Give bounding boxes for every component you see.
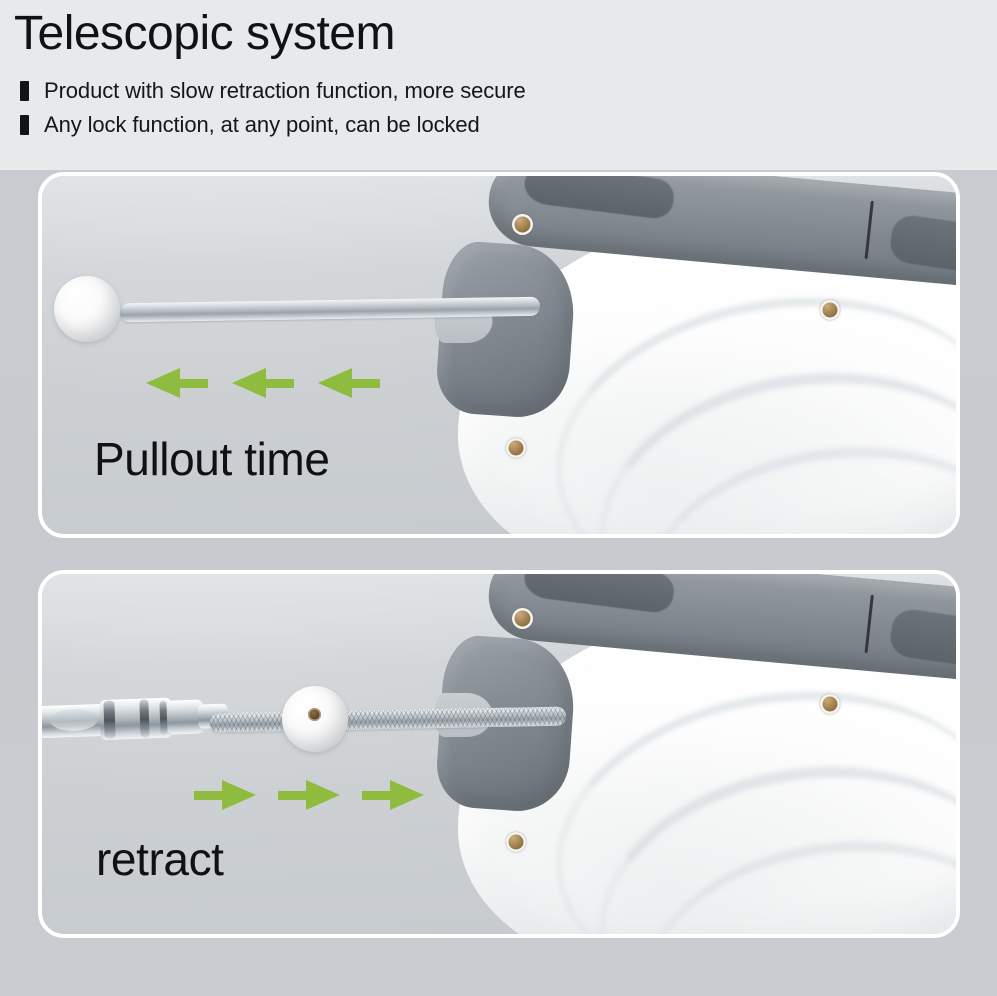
square-bullet-icon	[20, 80, 29, 101]
brass-screw-hole-icon	[820, 694, 840, 714]
white-ball-knob	[54, 276, 120, 342]
arrow-left-icon	[318, 368, 380, 398]
brass-screw-hole-icon	[506, 438, 526, 458]
shell-contour-line	[581, 348, 956, 534]
shell-contour-line	[581, 742, 956, 934]
direction-arrow-group-left	[146, 368, 380, 398]
feature-bullet-label: Any lock function, at any point, can be …	[44, 111, 480, 137]
feature-bullet-item: Any lock function, at any point, can be …	[20, 108, 997, 142]
grip-inset-panel	[522, 574, 676, 615]
coupling-ring	[103, 700, 116, 739]
grip-seam-line	[864, 594, 874, 653]
pullout-panel: Pullout time	[38, 172, 960, 538]
direction-arrow-group-right	[194, 780, 424, 810]
brass-screw-hole-icon	[512, 214, 533, 235]
arrow-right-icon	[362, 780, 424, 810]
leash-housing	[434, 574, 956, 934]
arrow-right-icon	[278, 780, 340, 810]
white-ball-knob	[282, 686, 348, 752]
grip-inset-panel	[887, 606, 956, 678]
brass-screw-hole-icon	[512, 608, 533, 629]
coupling-ring	[159, 700, 168, 735]
chrome-telescopic-coupling	[42, 693, 229, 746]
coupling-ring	[139, 699, 150, 738]
feature-bullet-label: Product with slow retraction function, m…	[44, 77, 526, 103]
ball-hole-icon	[308, 708, 321, 721]
shell-contour-line	[632, 430, 956, 534]
feature-bullet-item: Product with slow retraction function, m…	[20, 74, 997, 108]
retract-panel: retract	[38, 570, 960, 938]
grip-seam-line	[864, 200, 874, 259]
leash-housing	[434, 176, 956, 534]
retract-product-photo: retract	[42, 574, 956, 934]
shell-contour-line	[533, 266, 956, 534]
rubber-nose-guide	[434, 239, 578, 421]
feature-bullet-list: Product with slow retraction function, m…	[14, 74, 997, 142]
brass-screw-hole-icon	[506, 832, 526, 852]
panel-caption: Pullout time	[94, 433, 330, 485]
shell-contour-line	[533, 660, 956, 934]
arrow-left-icon	[146, 368, 208, 398]
grip-inset-panel	[887, 212, 956, 284]
square-bullet-icon	[20, 114, 29, 135]
header-section: Telescopic system Product with slow retr…	[0, 0, 997, 170]
pullout-product-photo: Pullout time	[42, 176, 956, 534]
panel-caption: retract	[96, 833, 224, 885]
arrow-right-icon	[194, 780, 256, 810]
shell-contour-line	[632, 824, 956, 934]
arrow-left-icon	[232, 368, 294, 398]
brass-screw-hole-icon	[820, 300, 840, 320]
grip-inset-panel	[522, 176, 676, 221]
page-title: Telescopic system	[14, 7, 395, 60]
